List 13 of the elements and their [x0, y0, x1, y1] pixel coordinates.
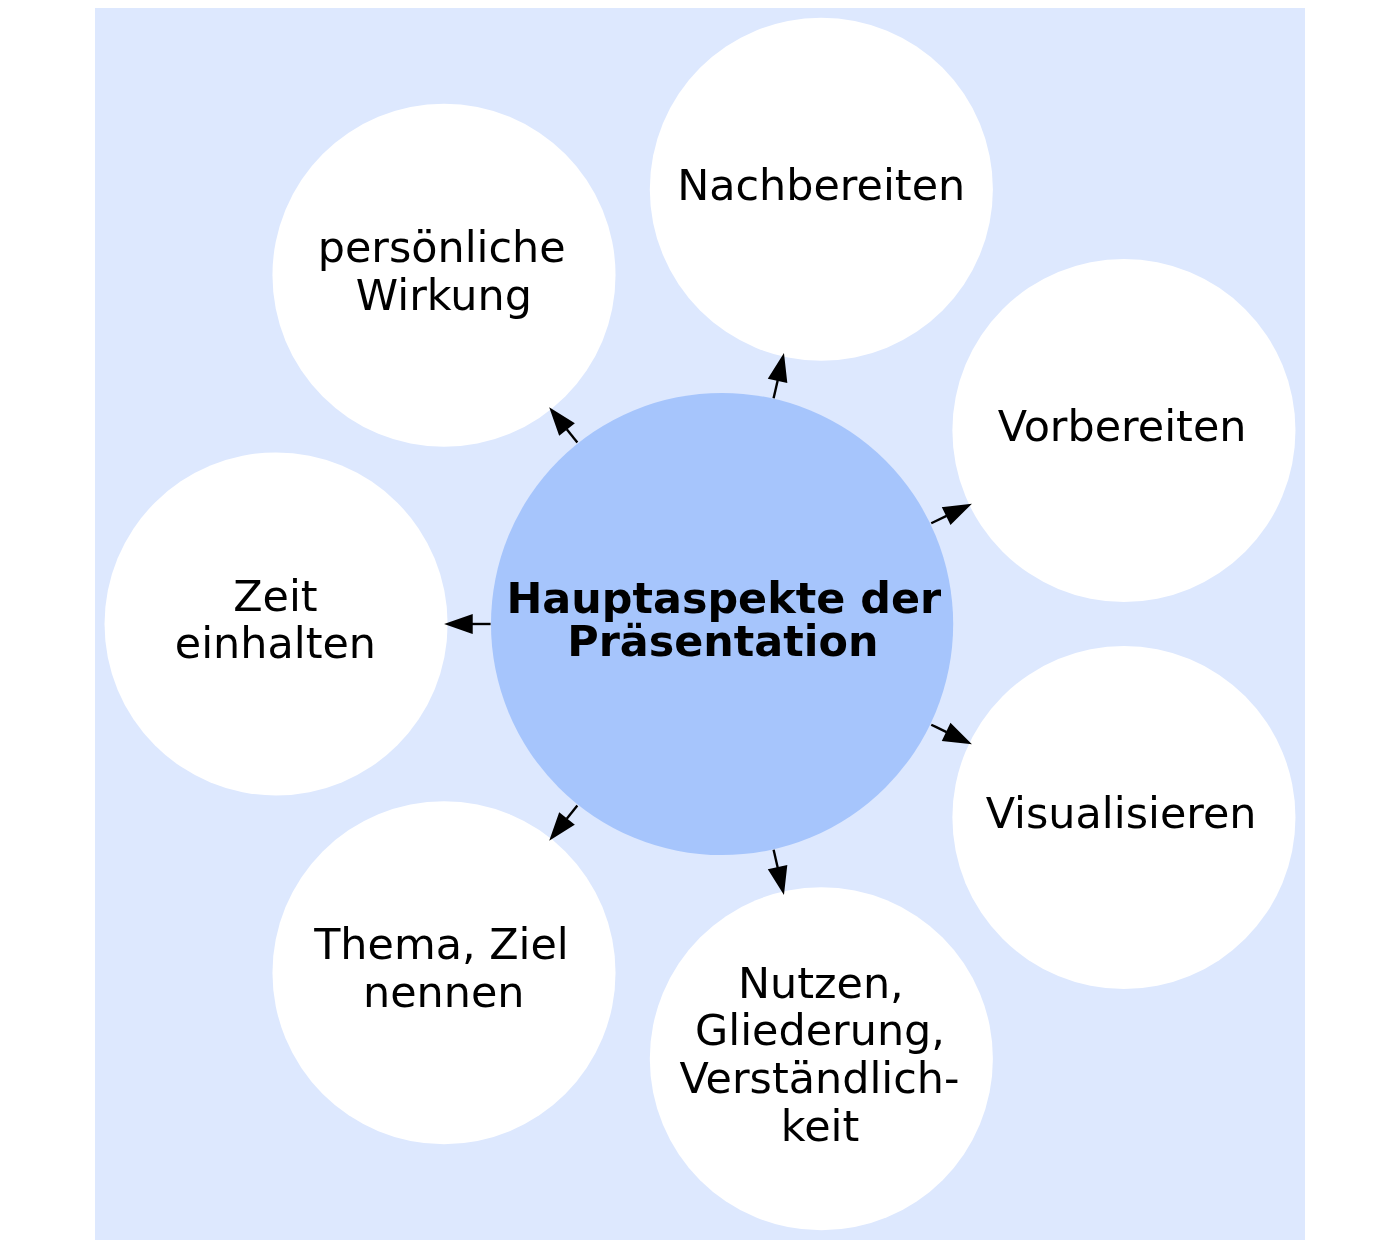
node-circle: Vorbereiten — [952, 258, 1296, 602]
node-circle: Nachbereiten — [649, 17, 993, 361]
arrow — [549, 804, 579, 841]
arrow — [767, 353, 788, 399]
node-circle: Nutzen, Gliederung, Verständlich- keit — [649, 887, 993, 1231]
arrow — [549, 407, 579, 444]
node-circle: Hauptaspekte der Präsentation — [491, 392, 954, 856]
arrow — [767, 849, 788, 895]
node-circle: Visualisieren — [952, 646, 1296, 990]
arrow — [444, 613, 491, 634]
node-circle: Zeit einhalten — [104, 452, 448, 796]
arrow — [930, 503, 972, 526]
arrow — [930, 722, 972, 745]
